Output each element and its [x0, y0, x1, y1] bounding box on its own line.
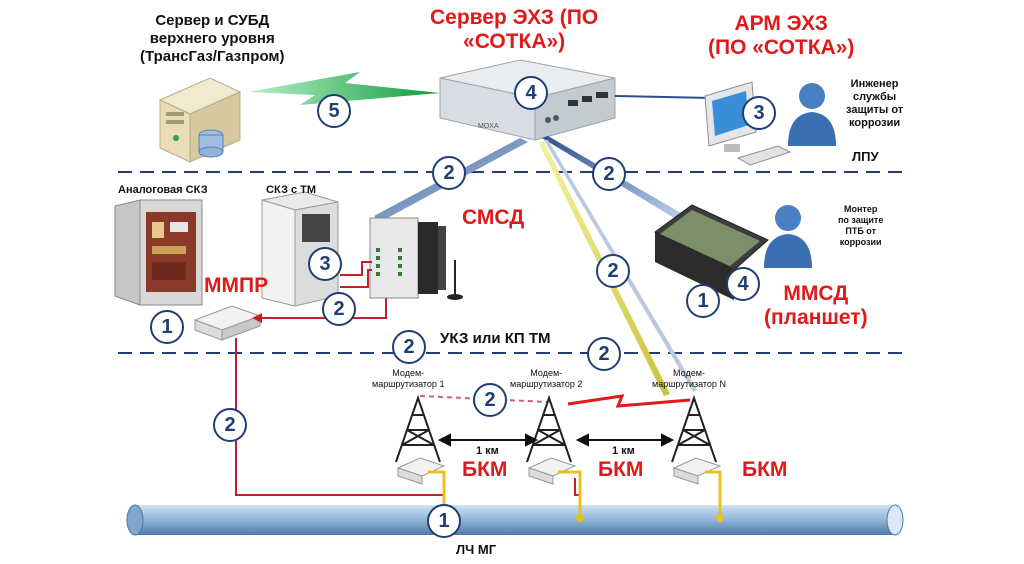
label-km-1: 1 км [476, 445, 499, 457]
bkm-2-contact [576, 514, 584, 522]
badge-3-arm: 3 [742, 96, 776, 130]
link-3-line [614, 95, 713, 99]
modem-n-box [672, 457, 722, 485]
badge-2-mid: 2 [596, 254, 630, 288]
smsd-device-icon [369, 217, 463, 300]
label-arm-ehz-text: АРМ ЭХЗ (ПО «СОТКА») [708, 12, 855, 59]
label-km-2: 1 км [612, 445, 635, 457]
badge-2-skz: 2 [322, 292, 356, 326]
label-modem-1: Модем- маршрутизатор 1 [372, 368, 444, 390]
label-smsd: СМСД [462, 206, 525, 229]
label-modem-1-text: Модем- маршрутизатор 1 [372, 368, 445, 389]
mounter-person-icon [764, 205, 812, 268]
radio-lightning-2-n [567, 394, 691, 408]
label-modem-2-text: Модем- маршрутизатор 2 [510, 368, 583, 389]
label-server-top: Сервер и СУБД верхнего уровня (ТрансГаз/… [140, 12, 285, 66]
badge-2-vertical: 2 [213, 408, 247, 442]
arm-monitor-icon [704, 81, 792, 166]
label-bkm-2: БКМ [598, 458, 644, 481]
yellow-bkm-wires [428, 470, 722, 518]
badge-1-pipe: 1 [427, 504, 461, 538]
label-lpu: ЛПУ [852, 149, 879, 164]
tower-n-icon [671, 394, 717, 463]
modem-2-box [527, 457, 577, 485]
link-5-arrow [248, 72, 440, 105]
tablet-mmsd-icon [654, 204, 769, 300]
badge-5: 5 [317, 94, 351, 128]
label-mounter: Монтер по защите ПТБ от коррозии [838, 204, 883, 248]
label-mounter-text: Монтер по защите ПТБ от коррозии [838, 204, 884, 247]
badge-2-ukz: 2 [392, 330, 426, 364]
label-lch-mg: ЛЧ МГ [456, 542, 497, 557]
badge-2-right: 2 [592, 157, 626, 191]
skz-tm-icon [261, 191, 339, 307]
label-analog-skz: Аналоговая СКЗ [118, 184, 208, 196]
engineer-person-icon [788, 83, 836, 146]
label-server-ehz: Сервер ЭХЗ (ПО «СОТКА») [430, 6, 598, 54]
red-arrow-to-mmpr [252, 313, 262, 323]
tower-1-icon [395, 394, 441, 463]
bkm-3-contact [716, 514, 724, 522]
badge-2-radio: 2 [473, 383, 507, 417]
label-mmsd: ММСД (планшет) [764, 282, 868, 330]
label-server-top-text: Сервер и СУБД верхнего уровня (ТрансГаз/… [140, 12, 285, 65]
label-ukz: УКЗ или КП ТМ [440, 330, 551, 347]
label-server-ehz-text: Сервер ЭХЗ (ПО «СОТКА») [430, 6, 599, 53]
label-engineer: Инженер службы защиты от коррозии [846, 78, 903, 130]
label-mmsd-text: ММСД (планшет) [764, 282, 868, 329]
label-bkm-3: БКМ [742, 458, 788, 481]
label-modem-n: Модем- маршрутизатор N [652, 368, 726, 390]
svg-text:MOXA: MOXA [478, 123, 499, 130]
modem-1-box [396, 457, 446, 485]
distance-arrow-1 [437, 433, 539, 447]
badge-3-skz: 3 [308, 247, 342, 281]
label-skz-tm: СКЗ с ТМ [266, 184, 317, 196]
pipeline [126, 504, 904, 536]
badge-2-left: 2 [432, 156, 466, 190]
label-mmpr: ММПР [204, 274, 269, 297]
badge-4-tablet: 4 [726, 267, 760, 301]
badge-1-mmpr: 1 [150, 310, 184, 344]
distance-arrow-2 [575, 433, 675, 447]
label-engineer-text: Инженер службы защиты от коррозии [846, 78, 904, 129]
analog-skz-icon [114, 199, 203, 306]
label-arm-ehz: АРМ ЭХЗ (ПО «СОТКА») [708, 12, 854, 60]
label-bkm-1: БКМ [462, 458, 508, 481]
badge-2-ukz-right: 2 [587, 337, 621, 371]
badge-1-tablet: 1 [686, 284, 720, 318]
label-modem-n-text: Модем- маршрутизатор N [652, 368, 726, 389]
label-modem-2: Модем- маршрутизатор 2 [510, 368, 582, 390]
badge-4-server: 4 [514, 76, 548, 110]
top-server-icon [158, 77, 242, 163]
tower-2-icon [526, 394, 572, 463]
mmpr-device-icon [193, 305, 262, 341]
